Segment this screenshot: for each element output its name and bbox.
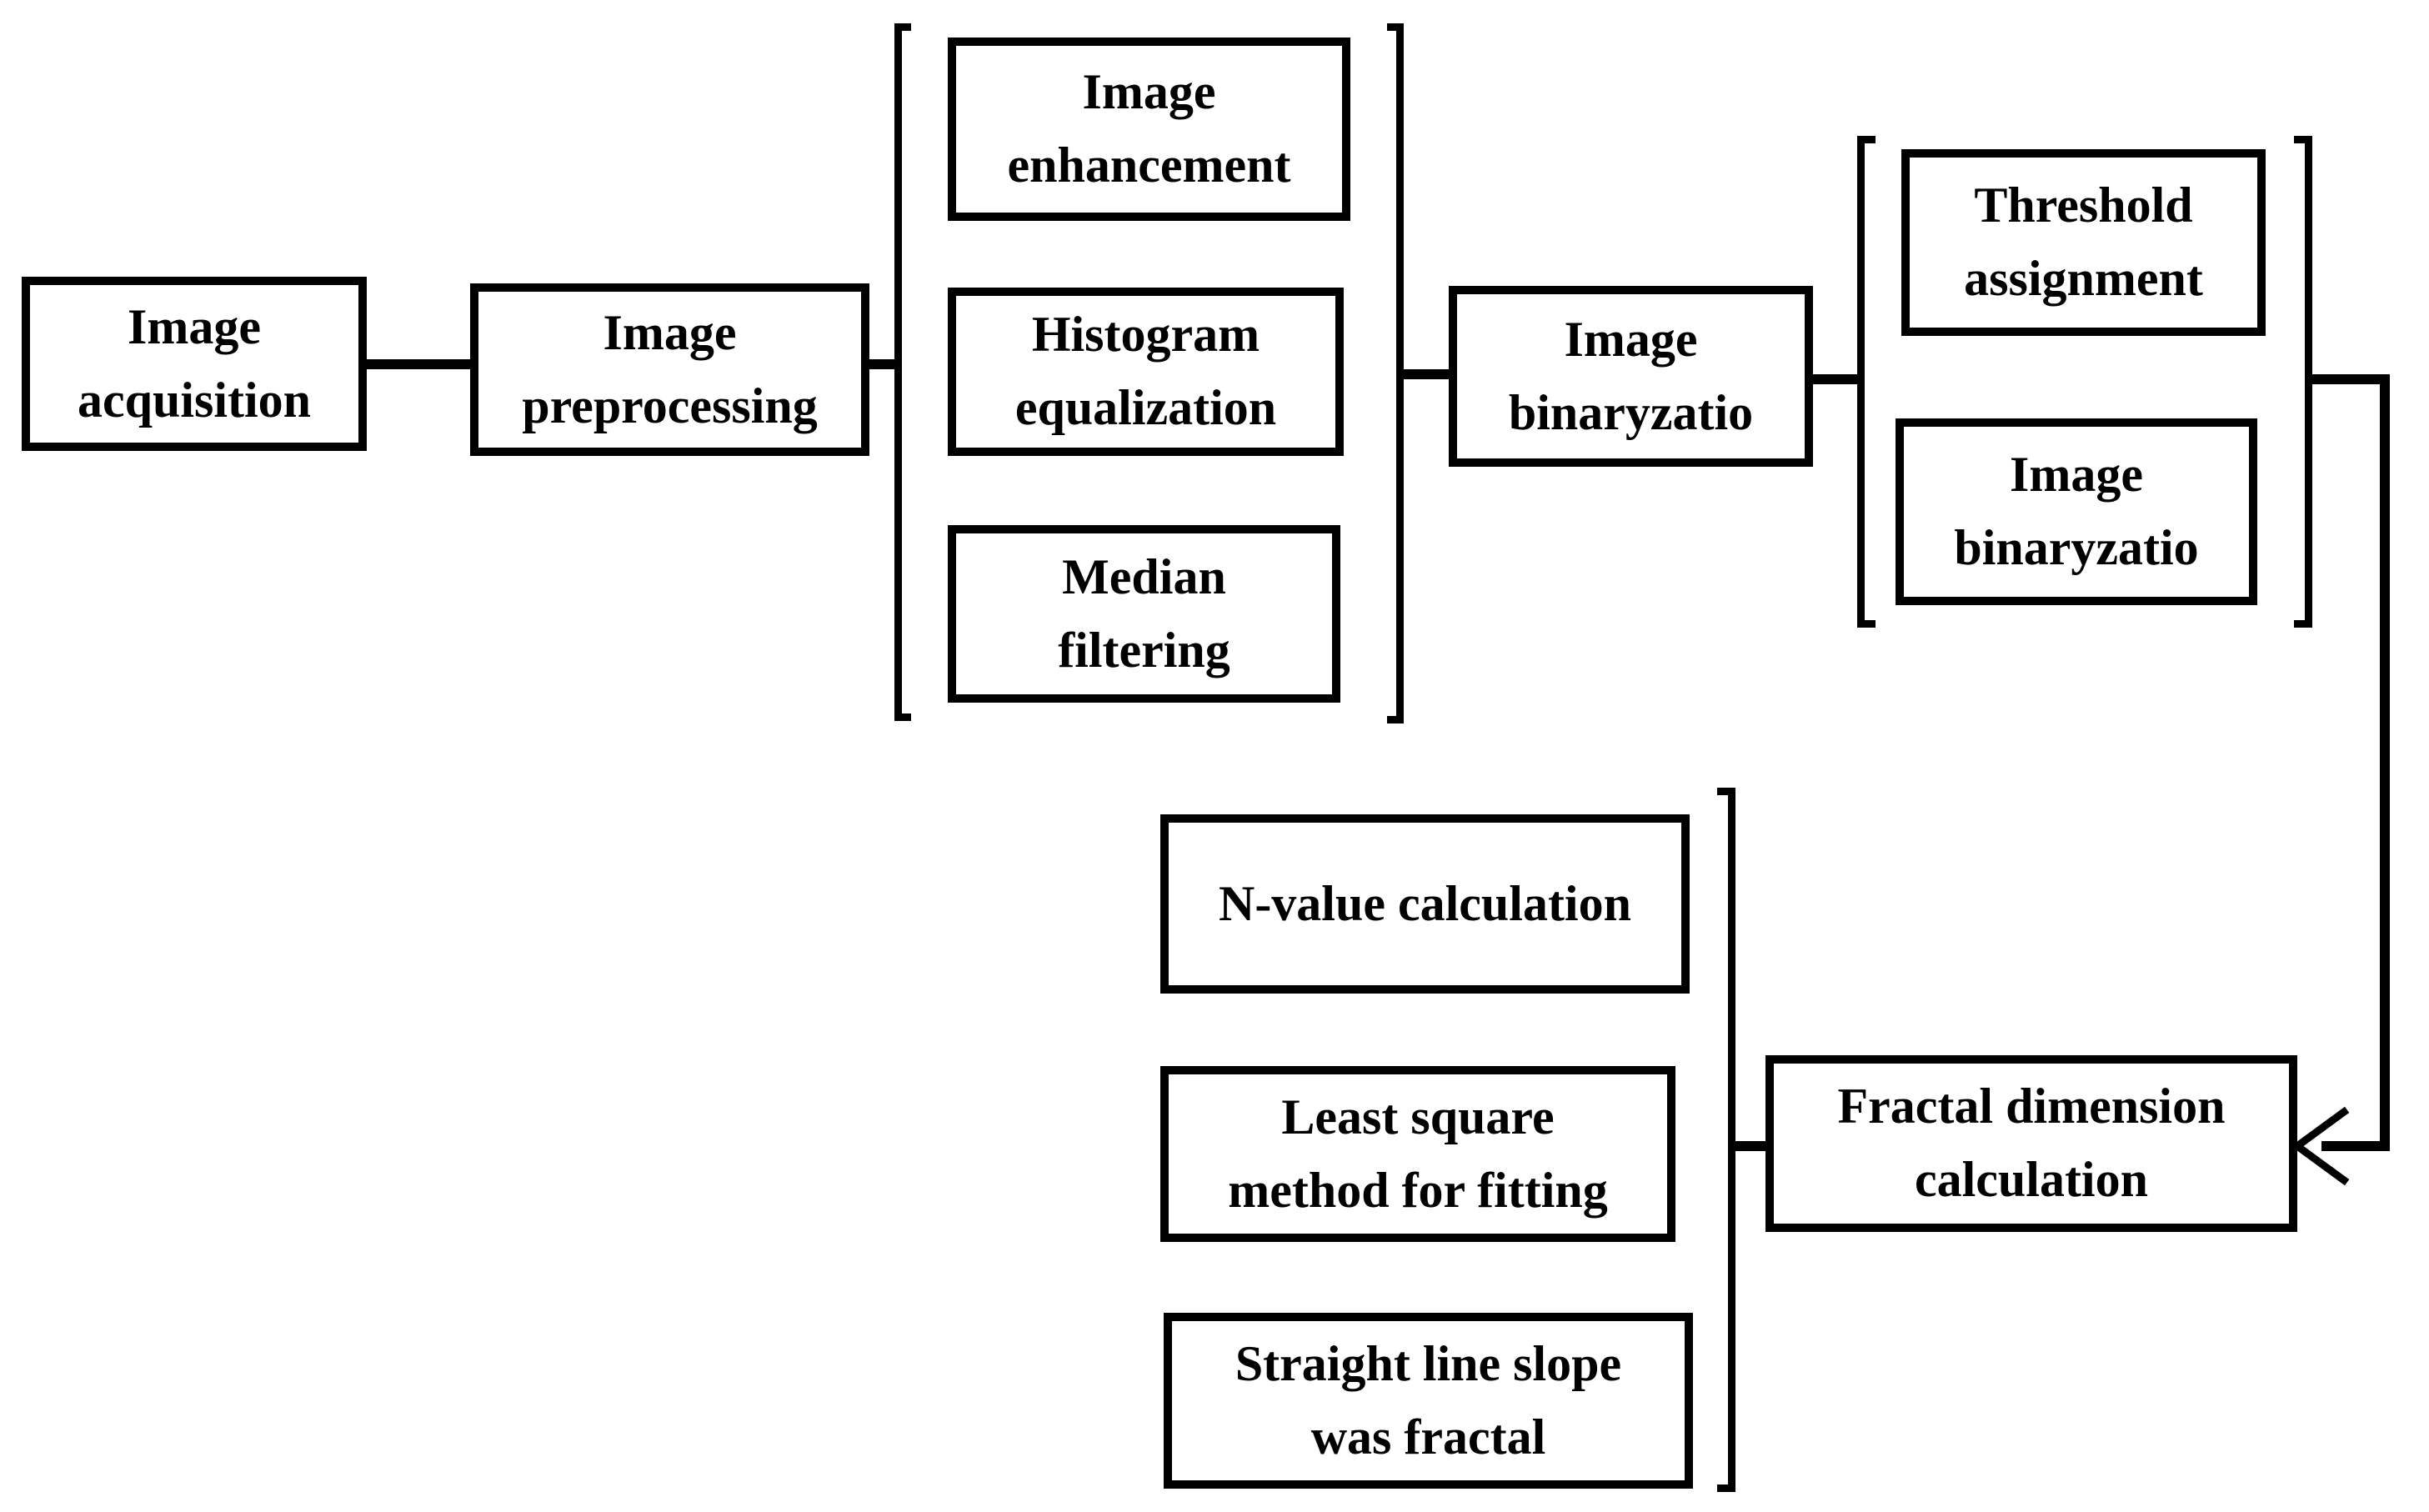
connector-preprocessing-to-group (869, 359, 894, 369)
box-label: Straight line slope was fractal (1235, 1335, 1622, 1464)
box-label: Threshold assignment (1964, 178, 2203, 306)
box-image-preprocessing: Image preprocessing (470, 283, 869, 456)
bracket-close-fractal-group (1717, 788, 1735, 1492)
box-label: Image binaryzatio (1954, 447, 2199, 575)
connector-binaryzation-to-group2 (1813, 374, 1857, 384)
box-straight-line-slope: Straight line slope was fractal (1164, 1313, 1693, 1489)
connector-group2-to-right-edge (2312, 374, 2390, 384)
box-histogram-equalization: Histogram equalization (948, 288, 1344, 456)
box-label: Median filtering (1058, 548, 1230, 678)
bracket-open-preprocessing-group (894, 23, 911, 721)
bracket-close-binaryzation-group (2294, 136, 2312, 628)
box-threshold-assignment: Threshold assignment (1901, 149, 2266, 336)
connector-group3-to-fractal (1735, 1141, 1765, 1151)
box-label: Fractal dimension calculation (1837, 1079, 2226, 1207)
box-label: Image binaryzatio (1508, 311, 1754, 440)
box-label: Image preprocessing (522, 304, 818, 433)
bracket-open-binaryzation-group (1857, 136, 1876, 628)
connector-arrow-horizontal (2321, 1141, 2390, 1151)
box-median-filtering: Median filtering (948, 525, 1340, 703)
connector-right-vertical (2380, 374, 2390, 1151)
box-label: Image acquisition (77, 298, 312, 428)
arrowhead-left-icon (2291, 1106, 2350, 1186)
bracket-close-preprocessing-group (1387, 23, 1404, 723)
connector-acquisition-to-preprocessing (367, 359, 470, 369)
box-n-value-calculation: N-value calculation (1160, 814, 1690, 994)
box-image-binaryzation: Image binaryzatio (1449, 286, 1813, 467)
box-fractal-dimension-calculation: Fractal dimension calculation (1765, 1055, 2297, 1232)
box-label: Histogram equalization (1014, 307, 1277, 435)
box-label: Image enhancement (1007, 64, 1291, 193)
box-image-binaryzation-step: Image binaryzatio (1896, 418, 2257, 605)
box-image-acquisition: Image acquisition (22, 277, 367, 451)
box-least-square-fitting: Least square method for fitting (1160, 1066, 1675, 1242)
connector-group-to-binaryzation (1404, 369, 1449, 379)
box-label: Least square method for fitting (1228, 1089, 1608, 1218)
box-image-enhancement: Image enhancement (948, 38, 1350, 221)
box-label: N-value calculation (1219, 875, 1631, 931)
